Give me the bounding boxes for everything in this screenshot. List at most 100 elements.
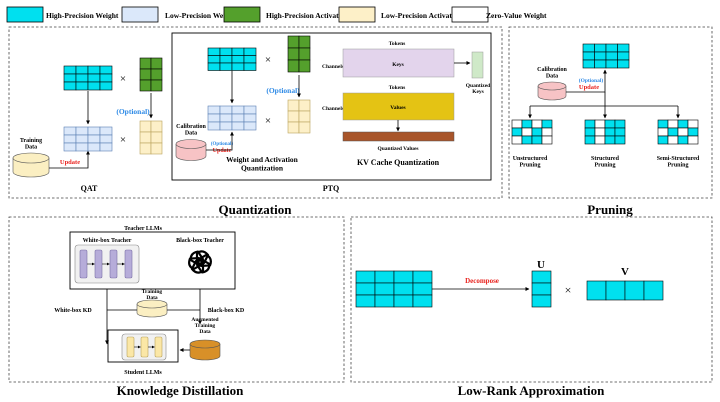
matrix-cell	[687, 127, 699, 137]
white-box-kd-label: White-box KD	[54, 308, 92, 314]
disk-top	[189, 339, 221, 349]
matrix-cell	[531, 127, 543, 137]
matrix-cell	[63, 126, 77, 136]
ptq-optional-small-label: (Optional)	[211, 142, 234, 147]
matrix-cell	[219, 47, 233, 56]
qat-label: QAT	[81, 184, 98, 193]
matrix-cell	[374, 282, 395, 296]
quantized-keys-block	[471, 51, 484, 79]
matrix-cell	[677, 127, 689, 137]
disk-body	[189, 344, 221, 361]
matrix-cell	[594, 59, 607, 69]
matrix-cell	[87, 65, 101, 75]
matrix-cell	[207, 62, 221, 71]
black-box-teacher-label: Black-box Teacher	[176, 238, 224, 244]
matrix-cell	[139, 57, 152, 70]
matrix-cell	[531, 270, 552, 284]
ptq-multiply-icon: ×	[265, 54, 271, 66]
kv-cache-label: KV Cache Quantization	[357, 158, 440, 167]
pruning-update-label: Update	[579, 84, 599, 91]
matrix-cell	[412, 294, 433, 308]
matrix-cell	[243, 47, 257, 56]
low-rank-panel	[350, 216, 713, 383]
matrix-cell	[231, 121, 245, 131]
qat-update-label: Update	[60, 159, 80, 166]
pruning-title: Pruning	[587, 202, 633, 217]
matrix-cell	[605, 51, 618, 61]
matrix-cell	[243, 113, 257, 123]
logo-petal	[189, 250, 204, 266]
matrix-cell	[643, 280, 664, 301]
distillation-section: Teacher LLMs White-box Teacher Black-box…	[54, 226, 245, 376]
matrix-cell	[605, 43, 618, 53]
qat-high-precision-activation-matrix	[139, 57, 163, 92]
matrix-cell	[99, 142, 113, 152]
teacher-llms-label: Teacher LLMs	[124, 226, 162, 232]
matrix-cell	[605, 280, 626, 301]
matrix-cell	[605, 59, 618, 69]
matrix-cell	[207, 47, 221, 56]
matrix-cell	[614, 127, 626, 137]
matrix-cell	[541, 127, 553, 137]
matrix-cell	[604, 119, 616, 129]
swatch-box	[451, 6, 489, 23]
matrix-cell	[511, 135, 523, 145]
matrix-cell	[582, 59, 595, 69]
matrix-cell	[298, 99, 311, 112]
matrix-cell	[586, 280, 607, 301]
ptq-calibration-disk	[175, 139, 207, 161]
ptq-optional-label: (Optional)	[266, 86, 300, 95]
legend-label: Zero-Value Weight	[486, 11, 547, 20]
matrix-cell	[231, 47, 245, 56]
model-layer	[140, 336, 149, 358]
legend-item-low-precision-activation: Low-Precision Activation	[338, 6, 463, 23]
matrix-cell	[657, 135, 669, 145]
matrix-cell	[355, 270, 376, 284]
matrix-cell	[75, 65, 89, 75]
matrix-cell	[99, 73, 113, 83]
matrix-cell	[393, 270, 414, 284]
matrix-cell	[604, 135, 616, 145]
matrix-cell	[99, 65, 113, 75]
keys-channels-label: Channels	[322, 64, 344, 70]
matrix-cell	[531, 294, 552, 308]
legend-swatch	[6, 6, 44, 23]
legend-label: Low-Precision Activation	[381, 11, 463, 20]
qat-multiply-icon: ×	[120, 73, 126, 85]
matrix-cell	[219, 121, 233, 131]
legend-label: High-Precision Activation	[266, 11, 349, 20]
unstructured-pruned-matrix	[511, 119, 553, 145]
matrix-cell	[243, 55, 257, 64]
decompose-label: Decompose	[465, 277, 499, 285]
black-box-kd-label: Black-box KD	[208, 308, 245, 314]
matrix-cell	[582, 43, 595, 53]
ptq-update-arrow	[206, 131, 234, 151]
ptq-high-precision-activation-matrix	[287, 35, 311, 73]
matrix-cell	[521, 119, 533, 129]
matrix-cell	[617, 51, 630, 61]
matrix-cell	[298, 47, 311, 61]
matrix-cell	[63, 73, 77, 83]
matrix-cell	[243, 121, 257, 131]
matrix-cell	[150, 142, 163, 155]
matrix-cell	[75, 126, 89, 136]
student-layers	[126, 336, 163, 358]
matrix-cell	[87, 73, 101, 83]
model-layer	[126, 336, 135, 358]
matrix-cell	[667, 127, 679, 137]
matrix-cell	[63, 81, 77, 91]
matrix-cell	[207, 121, 221, 131]
matrix-cell	[687, 119, 699, 129]
augmented-data-disk	[189, 339, 221, 361]
matrix-cell	[298, 121, 311, 134]
matrix-cell	[617, 59, 630, 69]
pruning-panel	[508, 26, 713, 199]
matrix-cell	[139, 120, 152, 133]
quantization-panel	[8, 26, 503, 199]
disk-top	[136, 299, 168, 309]
matrix-cell	[412, 270, 433, 284]
matrix-cell	[511, 127, 523, 137]
